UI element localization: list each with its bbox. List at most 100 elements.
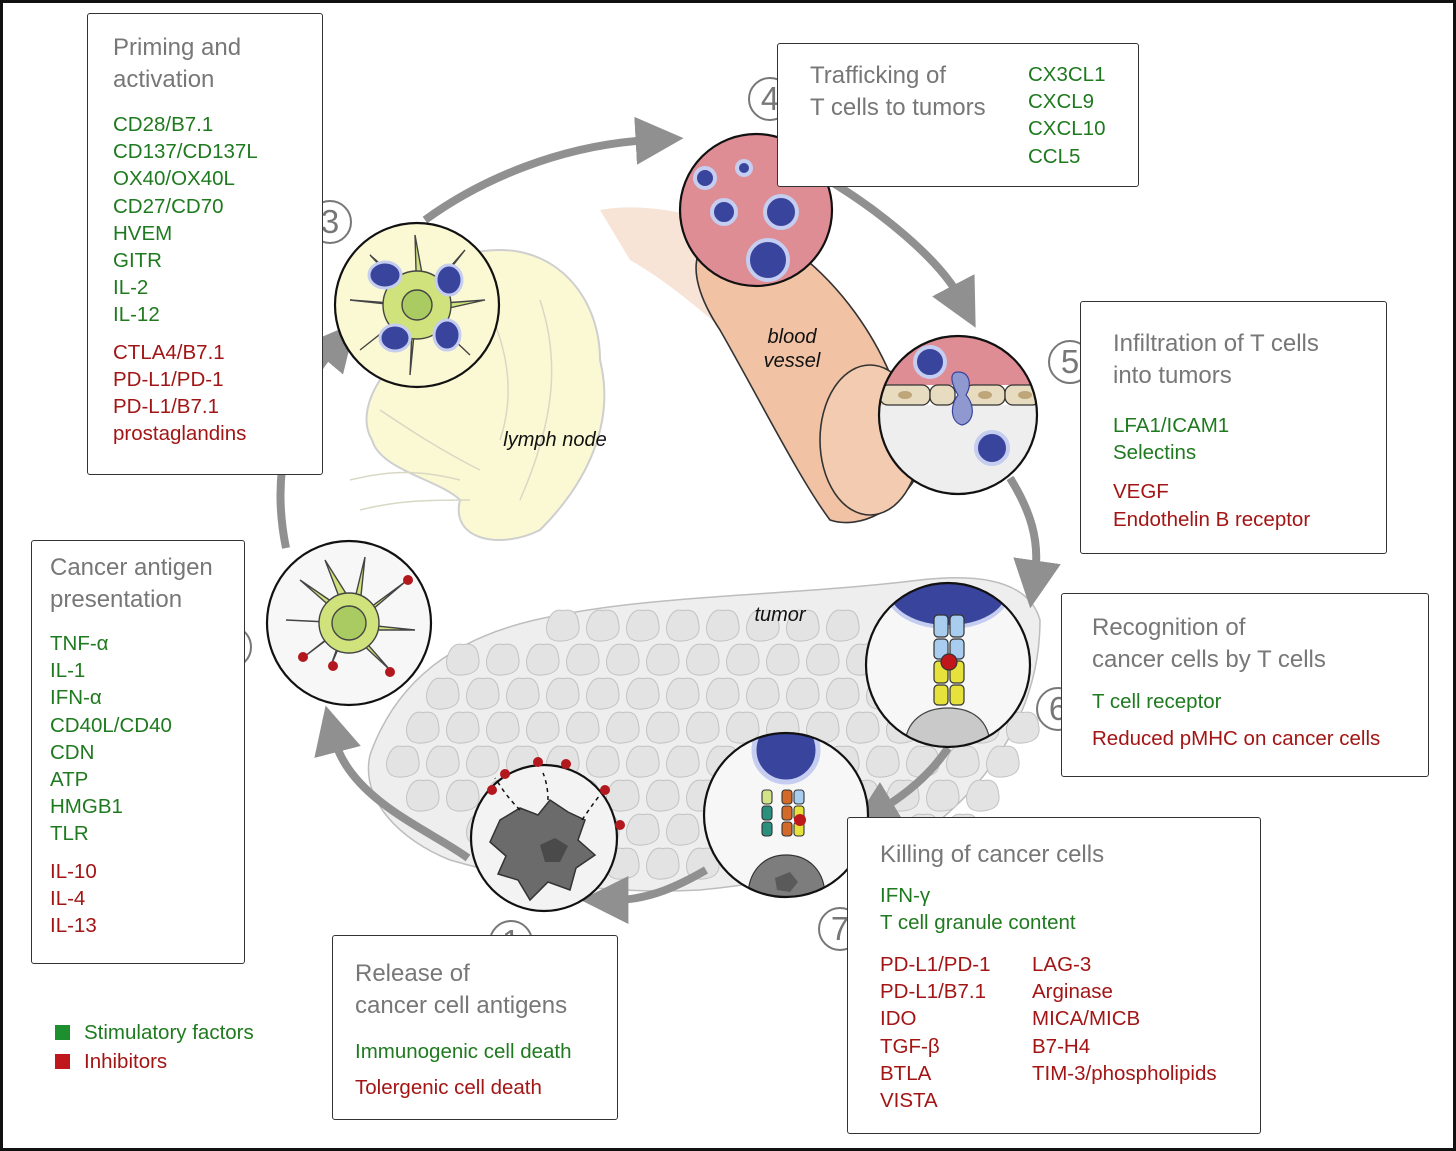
tumor-cell: [546, 609, 580, 642]
factor-item: CDN: [50, 740, 95, 764]
factor-item: IDO: [880, 1007, 917, 1031]
tumor-cell: [386, 745, 420, 778]
tumor-label: tumor: [754, 604, 806, 626]
step-3-title: Priming and activation: [113, 34, 242, 93]
factor-item: IFN-α: [50, 686, 102, 710]
lymph-node-label: lymph node: [503, 429, 607, 451]
factor-item: B7-H4: [1032, 1034, 1091, 1058]
tumor-cell: [406, 711, 440, 744]
arrow-1-to-2: [314, 705, 471, 862]
step-1-inhibitory-list: Tolergenic cell death: [355, 1074, 617, 1101]
factor-item: PD-L1/PD-1: [113, 367, 224, 391]
tumor-cell: [586, 745, 620, 778]
tumor-cell: [566, 711, 600, 744]
factor-item: CD40L/CD40: [50, 713, 172, 737]
factor-item: prostaglandins: [113, 422, 247, 446]
step-4-box: Trafficking of T cells to tumors CX3CL1 …: [777, 43, 1139, 187]
factor-item: MICA/MICB: [1032, 1007, 1141, 1031]
step-7-inhibitory-list-1: PD-L1/PD-1 PD-L1/B7.1 IDO TGF-β BTLA VIS…: [880, 951, 991, 1114]
step-3-inhibitory-list: CTLA4/B7.1 PD-L1/PD-1 PD-L1/B7.1 prostag…: [113, 339, 322, 448]
circle-infiltration: [877, 334, 1039, 496]
factor-item: LAG-3: [1032, 953, 1092, 976]
circle-recognition: [864, 581, 1032, 749]
step-7-inhibitory-list-2: LAG-3 Arginase MICA/MICB B7-H4 TIM-3/pho…: [1032, 951, 1217, 1087]
step-1-title: Release of cancer cell antigens: [355, 960, 568, 1019]
tumor-cell: [546, 677, 580, 710]
factor-item: TIM-3/phospholipids: [1032, 1061, 1217, 1085]
factor-item: LFA1/ICAM1: [1113, 414, 1230, 437]
tumor-cell: [786, 677, 820, 710]
step-2-inhibitory-list: IL-10 IL-4 IL-13: [50, 858, 244, 940]
tumor-cell: [666, 677, 700, 710]
red-swatch-icon: [55, 1054, 70, 1069]
factor-item: OX40/OX40L: [113, 167, 235, 191]
tumor-cell: [786, 609, 820, 642]
step-3-stimulatory-list: CD28/B7.1 CD137/CD137L OX40/OX40L CD27/C…: [113, 111, 322, 329]
tumor-cell: [606, 779, 640, 812]
green-swatch-icon: [55, 1025, 70, 1040]
factor-item: Endothelin B receptor: [1113, 507, 1311, 531]
tumor-cell: [466, 745, 500, 778]
step-6-stimulatory-list: T cell receptor: [1092, 688, 1428, 715]
factor-item: HVEM: [113, 221, 173, 245]
tumor-cell: [486, 711, 520, 744]
tumor-cell: [706, 609, 740, 642]
factor-item: Selectins: [1113, 441, 1197, 465]
tumor-cell: [966, 779, 1000, 812]
arrow-5-to-6: [1006, 475, 1061, 609]
arrow-7-to-1: [580, 866, 708, 924]
legend-inhibitory-label: Inhibitors: [84, 1050, 168, 1073]
factor-item: IL-12: [113, 303, 160, 327]
factor-item: IL-2: [113, 276, 149, 300]
tumor-cell: [606, 711, 640, 744]
factor-item: VEGF: [1113, 480, 1169, 504]
step-5-stimulatory-list: LFA1/ICAM1 Selectins: [1113, 412, 1386, 466]
factor-item: CD28/B7.1: [113, 113, 214, 136]
legend-inhibitory: Inhibitors: [55, 1050, 167, 1074]
tumor-cell: [426, 677, 460, 710]
circle-antigen-release: [469, 757, 625, 913]
step-7-title: Killing of cancer cells: [880, 841, 1105, 868]
arrow-3-to-4: [422, 116, 684, 224]
factor-item: TGF-β: [880, 1034, 940, 1058]
tumor-cell: [746, 677, 780, 710]
tumor-cell: [446, 643, 480, 676]
factor-item: Arginase: [1032, 980, 1113, 1004]
step-5-box: Infiltration of T cells into tumors LFA1…: [1080, 301, 1387, 554]
tumor-cell: [826, 677, 860, 710]
factor-item: T cell receptor: [1092, 690, 1222, 713]
legend-stimulatory-label: Stimulatory factors: [84, 1021, 254, 1044]
step-6-inhibitory-list: Reduced pMHC on cancer cells: [1092, 725, 1428, 752]
tumor-cell: [626, 745, 660, 778]
factor-item: CX3CL1: [1028, 63, 1106, 86]
tumor-cell: [526, 643, 560, 676]
tumor-cell: [466, 677, 500, 710]
tumor-cell: [586, 677, 620, 710]
factor-item: CXCL10: [1028, 117, 1106, 141]
factor-item: PD-L1/B7.1: [113, 395, 219, 419]
factor-item: IFN-γ: [880, 884, 931, 907]
step-6-box: Recognition of cancer cells by T cells T…: [1061, 593, 1429, 777]
step-1-stimulatory-list: Immunogenic cell death: [355, 1038, 617, 1065]
tumor-cell: [766, 643, 800, 676]
arrow-4-to-5: [817, 171, 976, 328]
factor-item: VISTA: [880, 1089, 938, 1113]
tumor-cell: [486, 643, 520, 676]
tumor-cell: [866, 745, 900, 778]
step-4-title: Trafficking of T cells to tumors: [810, 62, 986, 121]
factor-item: BTLA: [880, 1061, 932, 1085]
circle-priming: [333, 221, 501, 389]
factor-item: Tolergenic cell death: [355, 1076, 542, 1100]
legend-stimulatory: Stimulatory factors: [55, 1021, 254, 1045]
tumor-cell: [446, 711, 480, 744]
step-2-stimulatory-list: TNF-α IL-1 IFN-α CD40L/CD40 CDN ATP HMGB…: [50, 630, 244, 848]
circle-killing: [702, 731, 870, 899]
factor-item: Reduced pMHC on cancer cells: [1092, 727, 1381, 751]
factor-item: CCL5: [1028, 144, 1081, 168]
tumor-cell: [446, 779, 480, 812]
tumor-cell: [646, 643, 680, 676]
factor-item: CD137/CD137L: [113, 140, 258, 164]
tumor-cell: [1006, 711, 1040, 744]
